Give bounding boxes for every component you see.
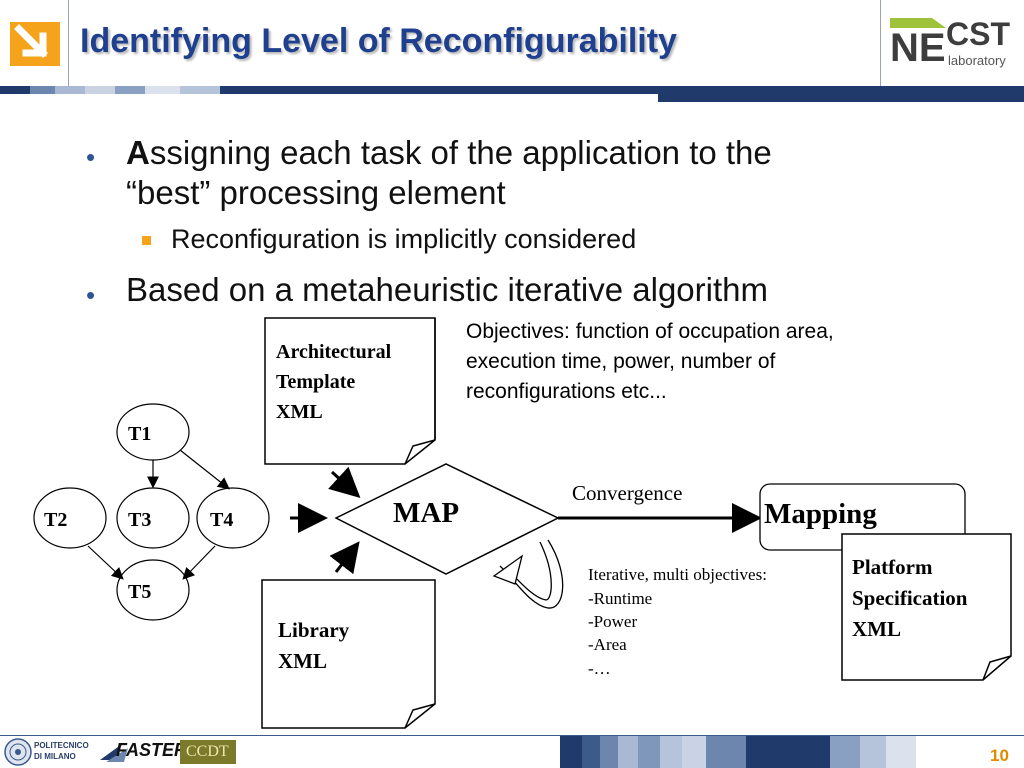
arch-template-line-3: XML: [276, 401, 323, 423]
convergence-label: Convergence: [572, 481, 682, 505]
bullet-1-capital: A: [126, 134, 150, 171]
iterative-line-5: -…: [588, 659, 611, 678]
mapping-label: Mapping: [764, 498, 877, 530]
library-fold: [404, 703, 436, 729]
map-label: MAP: [393, 497, 459, 529]
edge-t2-t5: [87, 545, 124, 580]
page-number: 10: [990, 746, 1009, 765]
objectives-line-2: execution time, power, number of: [466, 350, 775, 373]
faster-logo-text: FASTER: [116, 740, 188, 760]
logo-ne: NE: [890, 26, 946, 70]
task-label-t2: T2: [44, 509, 67, 531]
task-node-t2: [33, 487, 107, 549]
sub-bullet-text: Reconfiguration is implicitly considered: [171, 224, 637, 254]
iterative-line-3: -Power: [588, 612, 637, 631]
objectives-line-3: reconfigurations etc...: [466, 380, 667, 403]
logo-laboratory: laboratory: [948, 53, 1006, 68]
iteration-loop-inner: [509, 541, 552, 601]
logo-cst: CST: [946, 16, 1010, 52]
footer-logos: POLITECNICO DI MILANO FASTER CCDT: [0, 736, 260, 768]
bullet-1-line-1: Assigning each task of the application t…: [126, 134, 772, 172]
necst-logo-icon: NE CST laboratory: [890, 14, 1020, 74]
header-divider-left: [68, 0, 69, 86]
polimi-seal-icon: [4, 738, 32, 766]
footer-color-strip: [560, 736, 970, 768]
arrow-template-to-map: [328, 466, 361, 499]
platform-spec-line-1: Platform: [852, 555, 933, 579]
slide-header: Identifying Level of Reconfigurability N…: [0, 0, 1024, 102]
platform-spec-doc: [841, 533, 1012, 681]
sub-bullet-square-icon: [142, 236, 151, 245]
iterative-line-4: -Area: [588, 635, 627, 654]
bullet-2-text: Based on a metaheuristic iterative algor…: [126, 271, 768, 308]
arch-template-line-2: Template: [276, 371, 355, 393]
bullet-1-line-2: “best” processing element: [126, 174, 506, 211]
platform-spec-fold: [982, 655, 1012, 681]
arch-template-doc: [264, 317, 436, 465]
platform-spec-line-2: Specification: [852, 586, 968, 610]
library-line-1: Library: [278, 618, 350, 642]
task-graph: T1 T2 T3 T4 T5: [33, 403, 270, 621]
hipeac-logo-icon: CCDT: [180, 740, 236, 764]
edge-t1-t4: [179, 449, 230, 490]
faster-logo-icon: [100, 744, 128, 762]
task-label-t3: T3: [128, 509, 151, 531]
bullet-dot-icon: •: [86, 142, 96, 172]
header-color-strip-lower: [658, 94, 1024, 102]
library-doc: [261, 579, 436, 729]
orange-arrow-icon: [10, 22, 60, 66]
iteration-loop-arrowhead: [492, 554, 524, 585]
bullet-dot-icon: •: [86, 280, 96, 310]
arrow-library-to-map: [329, 541, 360, 575]
polimi-line-2: DI MILANO: [34, 752, 76, 761]
library-line-2: XML: [278, 649, 327, 673]
mapping-diagram: Architectural Template XML Objectives: f…: [33, 317, 1012, 729]
task-node-t5: [116, 559, 190, 621]
task-node-t4: [196, 487, 270, 549]
arch-template-line-1: Architectural: [276, 341, 392, 363]
hipeac-logo-text: CCDT: [186, 743, 229, 760]
task-label-t1: T1: [128, 423, 151, 445]
header-color-strip: [0, 86, 1024, 94]
task-label-t5: T5: [128, 581, 151, 603]
edge-t4-t5: [182, 545, 216, 580]
task-label-t4: T4: [210, 509, 233, 531]
polimi-line-1: POLITECNICO: [34, 741, 89, 750]
objectives-line-1: Objectives: function of occupation area,: [466, 320, 834, 343]
logo-bar-icon: [890, 18, 946, 28]
iterative-line-2: -Runtime: [588, 589, 652, 608]
iterative-line-1: Iterative, multi objectives:: [588, 565, 767, 584]
arch-template-fold: [404, 439, 436, 465]
platform-spec-line-3: XML: [852, 617, 901, 641]
bullet-1-text: ssigning each task of the application to…: [149, 134, 772, 171]
slide-title: Identifying Level of Reconfigurability: [80, 22, 677, 60]
header-divider-right: [880, 0, 881, 86]
footer-divider: [0, 735, 1024, 736]
